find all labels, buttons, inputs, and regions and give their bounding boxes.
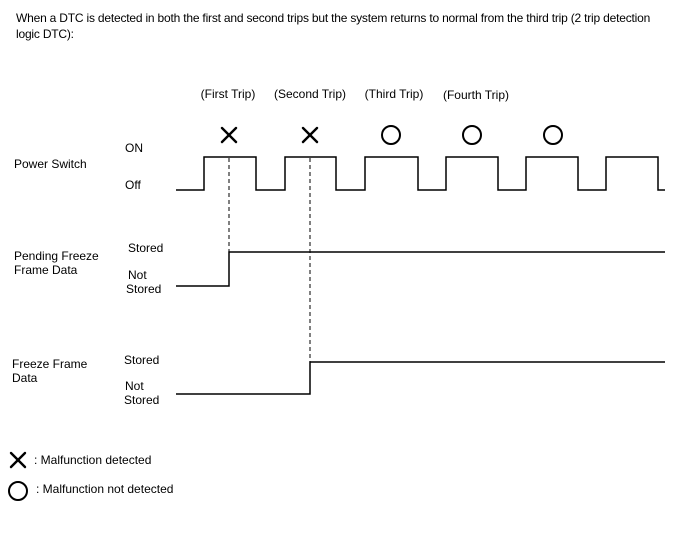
power-off-label: Off (125, 178, 141, 192)
circle-icon (543, 125, 563, 145)
trip-label-3: (Third Trip) (365, 87, 424, 101)
trip-label-2: (Second Trip) (274, 87, 346, 101)
circle-icon (462, 125, 482, 145)
cross-icon (301, 126, 319, 144)
freeze-frame-waveform (176, 361, 665, 395)
cross-icon (9, 451, 27, 469)
intro-text: When a DTC is detected in both the first… (16, 11, 651, 41)
pending-stored-label: Stored (128, 241, 163, 255)
power-switch-label: Power Switch (14, 157, 87, 171)
legend-cross-text: : Malfunction detected (34, 453, 151, 467)
pending-not-stored-label: Stored (126, 282, 161, 296)
pending-freeze-label-line1: Pending Freeze (14, 249, 99, 263)
freeze-frame-label-line1: Freeze Frame (12, 357, 88, 371)
power-on-label: ON (125, 141, 143, 155)
freeze-not-stored-label: Stored (124, 393, 159, 407)
pending-freeze-waveform (176, 251, 665, 287)
pending-not-label: Not (128, 268, 147, 282)
freeze-stored-label: Stored (124, 353, 159, 367)
circle-icon (381, 125, 401, 145)
circle-icon (8, 481, 28, 501)
power-switch-waveform (176, 156, 665, 191)
cross-icon (220, 126, 238, 144)
pending-freeze-label-line2: Frame Data (14, 263, 78, 277)
freeze-frame-label-line2: Data (12, 371, 38, 385)
legend-circle-text: : Malfunction not detected (36, 482, 173, 496)
freeze-not-label: Not (125, 379, 144, 393)
trip-label-4: (Fourth Trip) (443, 88, 509, 102)
trip-label-1: (First Trip) (201, 87, 256, 101)
